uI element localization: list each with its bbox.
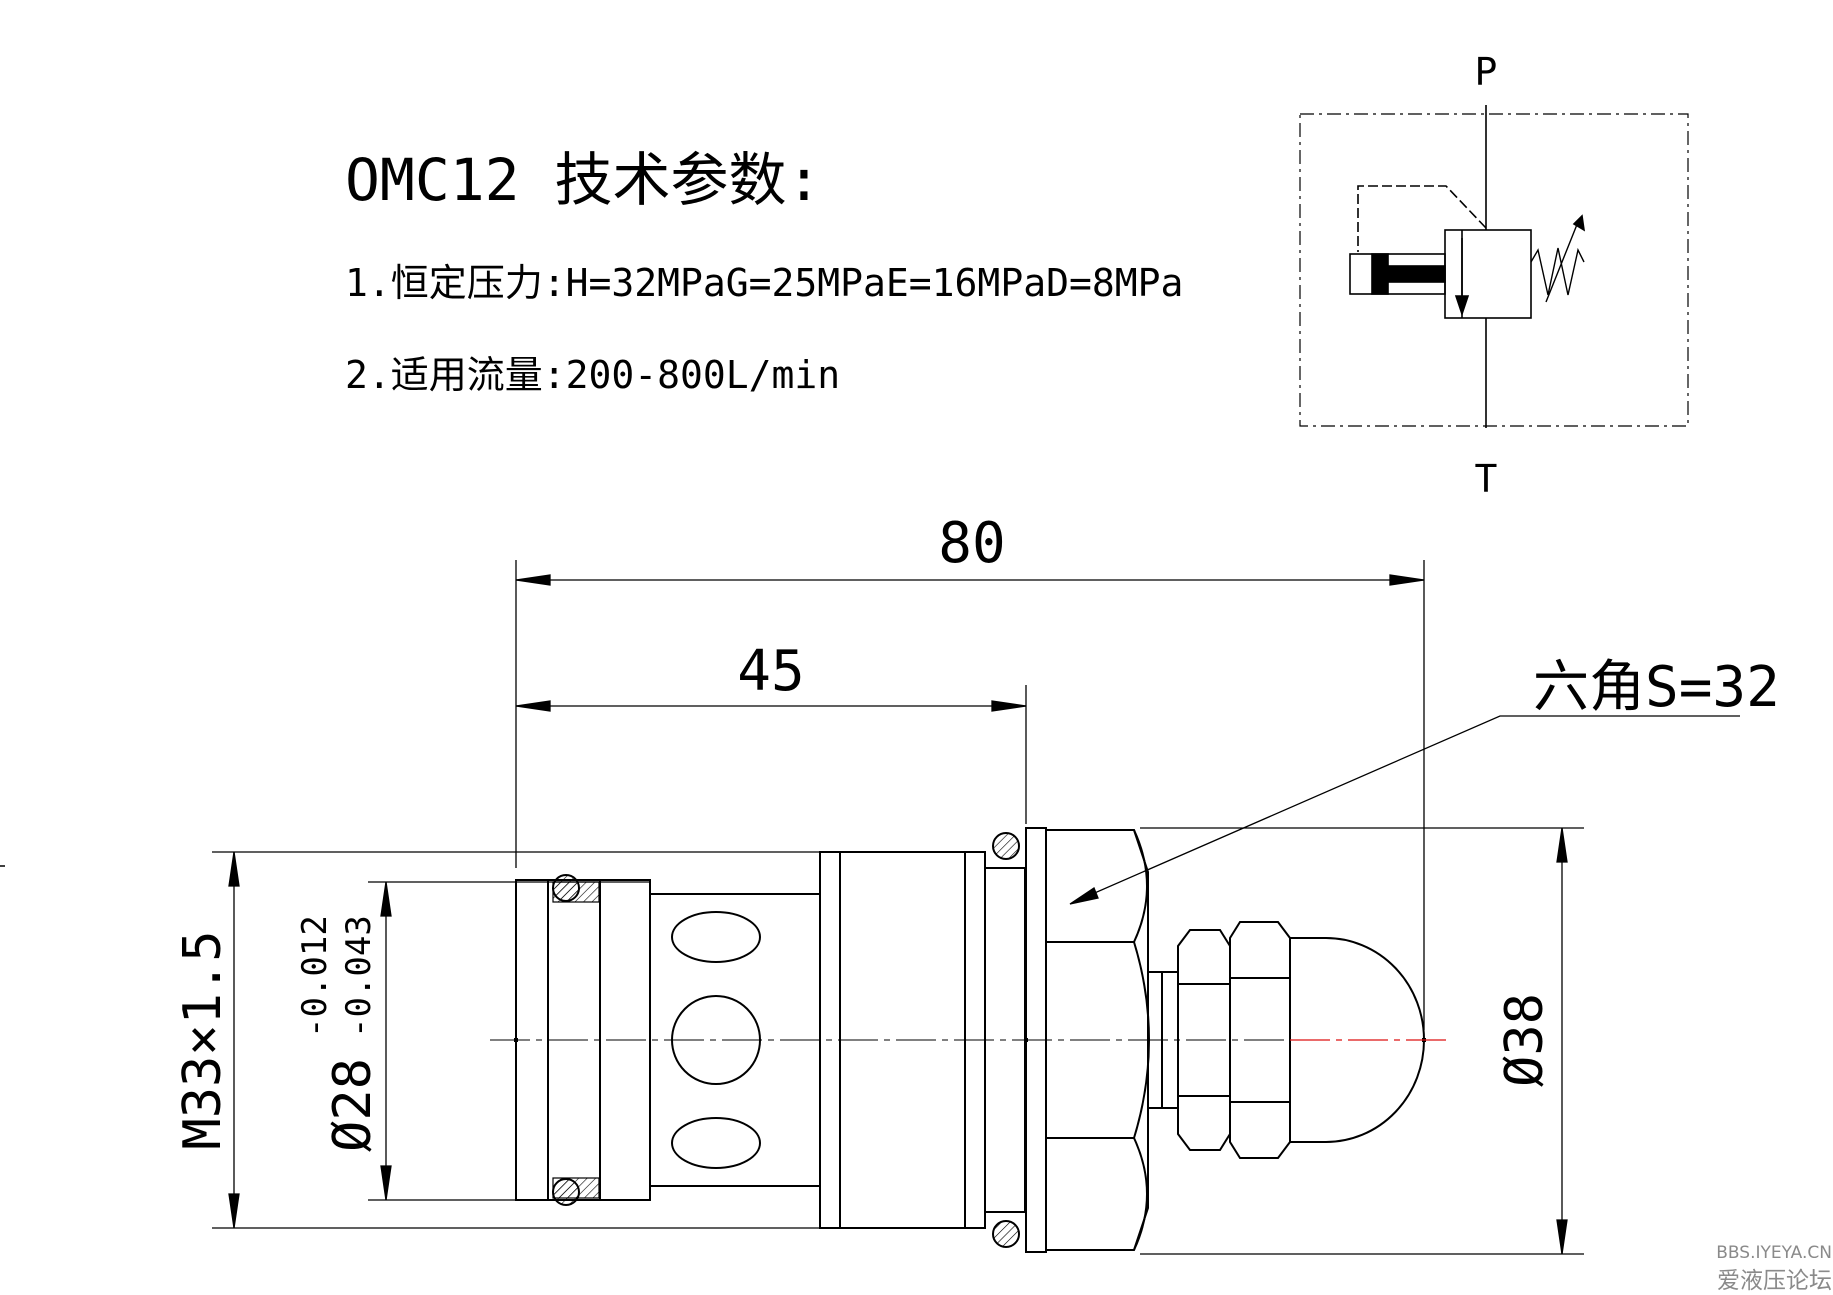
spec-flow: 2.适用流量:200-800L/min [345,353,840,397]
port-p-label: P [1475,50,1498,94]
hydraulic-symbol [1299,105,1689,428]
port-t-label: T [1475,457,1498,501]
dim-length-80: 80 [938,511,1005,576]
watermark-url: BBS.IYEYA.CN [1716,1243,1832,1263]
tol-upper: -0.012 [295,915,335,1038]
spec-pressure: 1.恒定压力:H=32MPaG=25MPaE=16MPaD=8MPa [345,261,1183,305]
dim-thread: M33×1.5 [173,930,233,1149]
dim-length-45: 45 [737,639,804,704]
dimension-lines [212,560,1740,1255]
dim-outer: Ø38 [1495,993,1555,1087]
dim-bore: Ø28 [323,1058,383,1152]
hex-label: 六角S=32 [1533,655,1780,720]
watermark-name: 爱液压论坛 [1717,1268,1832,1294]
spec-title: OMC12 技术参数: [345,146,821,214]
tol-lower: -0.043 [339,915,379,1038]
